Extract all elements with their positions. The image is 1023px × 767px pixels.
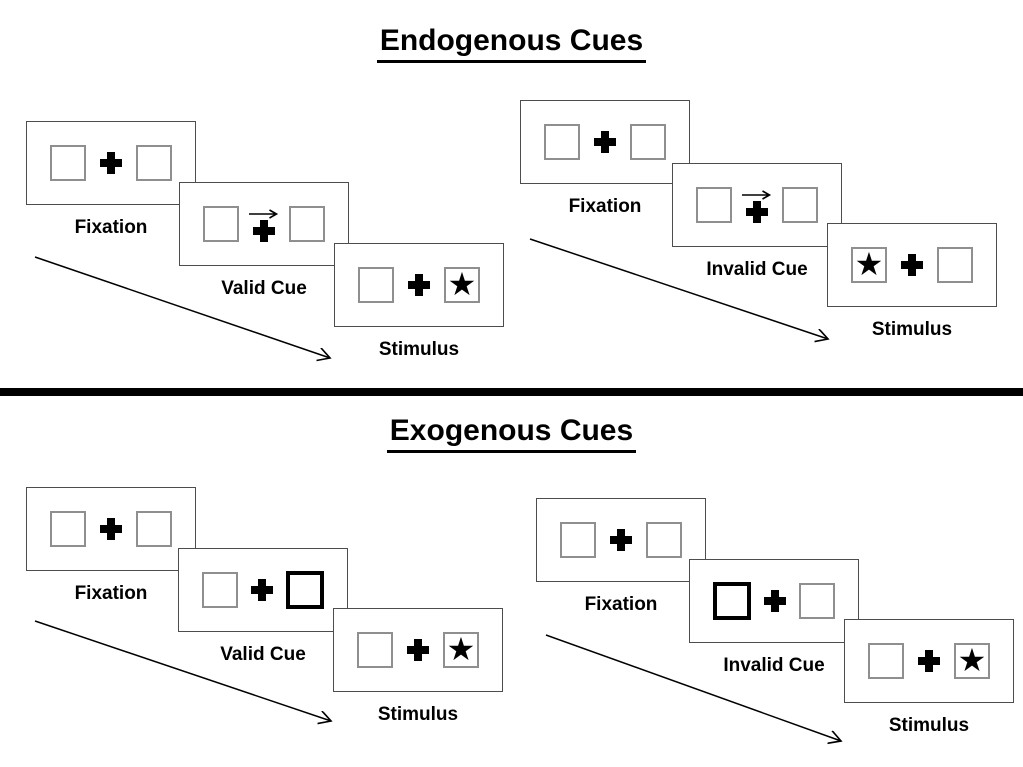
box-cue-card bbox=[689, 559, 859, 643]
placeholder-square-right bbox=[289, 206, 325, 242]
section-divider bbox=[0, 388, 1023, 396]
endogenous-section-title: Endogenous Cues bbox=[0, 24, 1023, 63]
target-square-right: ★ bbox=[954, 643, 990, 679]
right-arrow-icon bbox=[249, 208, 279, 219]
stimulus-card: ★ bbox=[844, 619, 1014, 703]
arrow-cue-card bbox=[179, 182, 349, 266]
placeholder-square-right bbox=[937, 247, 973, 283]
star-icon: ★ bbox=[854, 244, 884, 283]
placeholder-square-right bbox=[782, 187, 818, 223]
step-label: Valid Cue bbox=[221, 278, 307, 299]
fixation-cross-icon bbox=[253, 219, 275, 242]
fixation-cross-icon bbox=[407, 639, 429, 661]
star-icon: ★ bbox=[446, 629, 476, 668]
target-square-right: ★ bbox=[444, 267, 480, 303]
highlighted-cue-square-left bbox=[713, 582, 751, 620]
placeholder-square-left bbox=[358, 267, 394, 303]
placeholder-square-right bbox=[799, 583, 835, 619]
stimulus-card: ★ bbox=[827, 223, 997, 307]
target-square-right: ★ bbox=[443, 632, 479, 668]
placeholder-square-left bbox=[696, 187, 732, 223]
endo-valid-fixation-step: Fixation bbox=[26, 121, 196, 239]
star-icon: ★ bbox=[447, 264, 477, 303]
stimulus-card: ★ bbox=[333, 608, 503, 692]
fixation-cross-icon bbox=[594, 131, 616, 153]
step-label: Fixation bbox=[584, 594, 658, 615]
placeholder-square-left bbox=[203, 206, 239, 242]
placeholder-square-left bbox=[50, 145, 86, 181]
placeholder-square-right bbox=[630, 124, 666, 160]
exo-valid-cue-step: Valid Cue bbox=[178, 548, 348, 666]
fixation-cross-icon bbox=[746, 200, 768, 223]
exo-valid-fixation-step: Fixation bbox=[26, 487, 196, 605]
fixation-card bbox=[520, 100, 690, 184]
step-label: Stimulus bbox=[888, 715, 970, 736]
placeholder-square-left bbox=[202, 572, 238, 608]
placeholder-square-left bbox=[544, 124, 580, 160]
fixation-card bbox=[26, 121, 196, 205]
exogenous-title-text: Exogenous Cues bbox=[386, 414, 637, 453]
fixation-cross-icon bbox=[100, 518, 122, 540]
central-cue-group bbox=[742, 188, 772, 223]
fixation-cross-icon bbox=[901, 254, 923, 276]
placeholder-square-right bbox=[136, 511, 172, 547]
star-icon: ★ bbox=[957, 640, 987, 679]
exogenous-section-title: Exogenous Cues bbox=[0, 414, 1023, 453]
endogenous-title-text: Endogenous Cues bbox=[376, 24, 647, 63]
fixation-cross-icon bbox=[918, 650, 940, 672]
endo-valid-stimulus-step: ★ Stimulus bbox=[334, 243, 504, 361]
fixation-cross-icon bbox=[408, 274, 430, 296]
exo-invalid-stimulus-step: ★ Stimulus bbox=[844, 619, 1014, 737]
step-label: Stimulus bbox=[378, 339, 460, 360]
placeholder-square-left bbox=[357, 632, 393, 668]
fixation-cross-icon bbox=[610, 529, 632, 551]
fixation-cross-icon bbox=[764, 590, 786, 612]
fixation-cross-icon bbox=[251, 579, 273, 601]
step-label: Fixation bbox=[74, 583, 148, 604]
stimulus-card: ★ bbox=[334, 243, 504, 327]
placeholder-square-left bbox=[560, 522, 596, 558]
step-label: Stimulus bbox=[377, 704, 459, 725]
endo-valid-cue-step: Valid Cue bbox=[179, 182, 349, 300]
endo-invalid-fixation-step: Fixation bbox=[520, 100, 690, 218]
placeholder-square-right bbox=[136, 145, 172, 181]
step-label: Fixation bbox=[568, 196, 642, 217]
placeholder-square-left bbox=[50, 511, 86, 547]
step-label: Fixation bbox=[74, 217, 148, 238]
step-label: Invalid Cue bbox=[706, 259, 808, 280]
target-square-left: ★ bbox=[851, 247, 887, 283]
endo-invalid-cue-step: Invalid Cue bbox=[672, 163, 842, 281]
central-cue-group bbox=[249, 207, 279, 242]
exo-valid-stimulus-step: ★ Stimulus bbox=[333, 608, 503, 726]
fixation-card bbox=[536, 498, 706, 582]
step-label: Valid Cue bbox=[220, 644, 306, 665]
fixation-card bbox=[26, 487, 196, 571]
placeholder-square-right bbox=[646, 522, 682, 558]
placeholder-square-left bbox=[868, 643, 904, 679]
exo-invalid-fixation-step: Fixation bbox=[536, 498, 706, 616]
exo-invalid-cue-step: Invalid Cue bbox=[689, 559, 859, 677]
highlighted-cue-square-right bbox=[286, 571, 324, 609]
step-label: Invalid Cue bbox=[723, 655, 825, 676]
arrow-cue-card bbox=[672, 163, 842, 247]
box-cue-card bbox=[178, 548, 348, 632]
right-arrow-icon bbox=[742, 189, 772, 200]
step-label: Stimulus bbox=[871, 319, 953, 340]
endo-invalid-stimulus-step: ★ Stimulus bbox=[827, 223, 997, 341]
fixation-cross-icon bbox=[100, 152, 122, 174]
